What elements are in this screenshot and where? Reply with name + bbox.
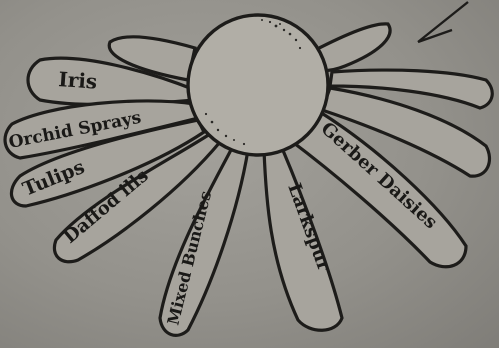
label-iris: Iris	[58, 67, 98, 94]
arrow-icon	[418, 2, 468, 42]
flower-center	[188, 15, 328, 155]
